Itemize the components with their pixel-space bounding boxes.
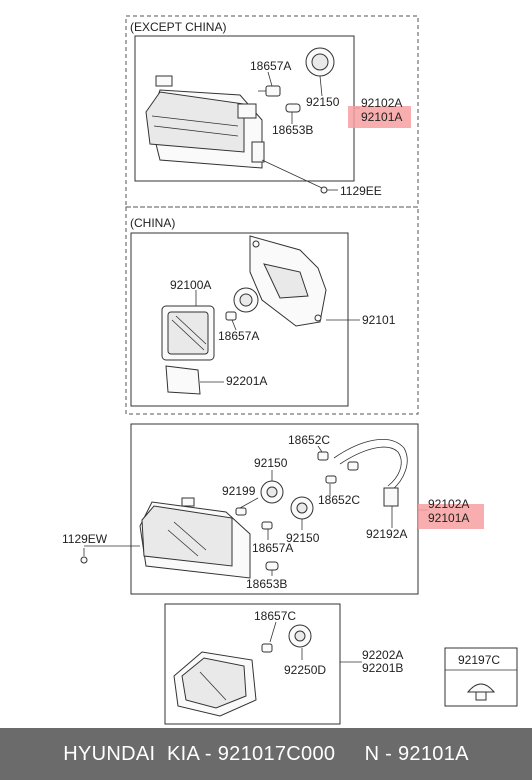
label-92201B: 92201B [362, 661, 403, 675]
bulb-cap-92250D-icon [288, 624, 312, 648]
bulb-18652C-top-icon [317, 451, 329, 461]
parts-diagram: (EXCEPT CHINA) 18657A 92150 [62, 15, 518, 725]
label-18657A: 18657A [250, 59, 291, 73]
label-92199: 92199 [222, 484, 256, 498]
label-18652C-mid: 18652C [318, 493, 360, 507]
mounting-bracket-92101-drawing [249, 235, 327, 327]
label-92201A: 92201A [226, 374, 267, 388]
bulb-cap-92150-bottom-icon [290, 496, 314, 520]
bulb-cap-92150-icon [305, 47, 335, 77]
label-18657C: 18657C [254, 609, 296, 623]
label-1129EW: 1129EW [62, 532, 108, 546]
bulb-18652C-socket-icon [347, 461, 359, 471]
bulb-92199-icon [235, 507, 247, 516]
label-92150-top: 92150 [254, 456, 288, 470]
label-18653B-main: 18653B [246, 577, 287, 591]
label-18657A-china: 18657A [218, 329, 259, 343]
section-china: (CHINA) 92100A 18657A 92101 92201A [125, 206, 419, 415]
footer-text: HYUNDAI KIA - 921017C000 N - 92101A [63, 742, 469, 765]
except-china-dashed-border [125, 15, 419, 208]
headlamp-mount-tab [155, 75, 173, 87]
section-headlamp: 18652C 92150 92199 18652C 92102A 92101A … [62, 423, 484, 595]
highlight-92101A-bottom [418, 504, 484, 529]
label-92192A: 92192A [366, 527, 407, 541]
label-92101: 92101 [362, 313, 396, 327]
china-frame [130, 232, 349, 407]
china-dashed-border [125, 206, 419, 415]
section-fog-lamp: 18657C 92250D 92202A 92201B [164, 603, 403, 725]
label-92197C: 92197C [458, 653, 500, 667]
label-92202A: 92202A [362, 648, 403, 662]
side-marker-92201A-drawing [165, 365, 201, 395]
headlamp-assembly-drawing [145, 75, 265, 169]
wiring-harness-92192A-drawing [333, 439, 408, 507]
headlamp-main-drawing [139, 497, 251, 579]
bulb-18653B-icon [285, 103, 301, 113]
fog-lamp-drawing [173, 651, 257, 717]
label-18657A-main: 18657A [252, 541, 293, 555]
bulb-18652C-mid-icon [325, 475, 337, 484]
section-clip: 92197C [444, 647, 518, 707]
bulb-cap-92150-top-icon [260, 480, 284, 504]
label-92101A-main: 92101A [428, 511, 469, 525]
label-92102A-main: 92102A [428, 497, 469, 511]
harness-connector-icon [383, 487, 399, 507]
clip-frame [444, 647, 518, 707]
label-18652C-top: 18652C [288, 433, 330, 447]
label-92102A: 92102A [361, 96, 402, 110]
bulb-18657A-china-icon [225, 311, 237, 321]
label-18653B: 18653B [272, 123, 313, 137]
bulb-18657A-main-icon [261, 521, 273, 530]
section-except-china: (EXCEPT CHINA) 18657A 92150 [125, 15, 419, 208]
label-92150-bottom: 92150 [286, 531, 320, 545]
headlamp-main-tab [181, 497, 195, 507]
bulb-18657C-icon [261, 643, 273, 653]
label-1129EE: 1129EE [340, 184, 382, 198]
section-title-except-china: (EXCEPT CHINA) [130, 20, 226, 34]
headlamp-92100A-drawing [161, 305, 215, 361]
label-92100A: 92100A [170, 278, 211, 292]
highlight-92101A-top [348, 106, 411, 128]
bulb-cap-china-icon [233, 287, 259, 313]
label-92150: 92150 [306, 95, 340, 109]
footer-bar: HYUNDAI KIA - 921017C000 N - 92101A [0, 728, 532, 780]
screw-1129EW-icon [80, 548, 88, 564]
clip-92197C-icon [466, 683, 496, 701]
section-title-china: (CHINA) [130, 216, 175, 230]
bulb-18653B-main-icon [265, 561, 279, 571]
fog-lamp-frame [164, 603, 341, 725]
label-92101A: 92101A [361, 110, 402, 124]
label-92250D: 92250D [284, 663, 326, 677]
bulb-18657A-icon [258, 85, 281, 97]
